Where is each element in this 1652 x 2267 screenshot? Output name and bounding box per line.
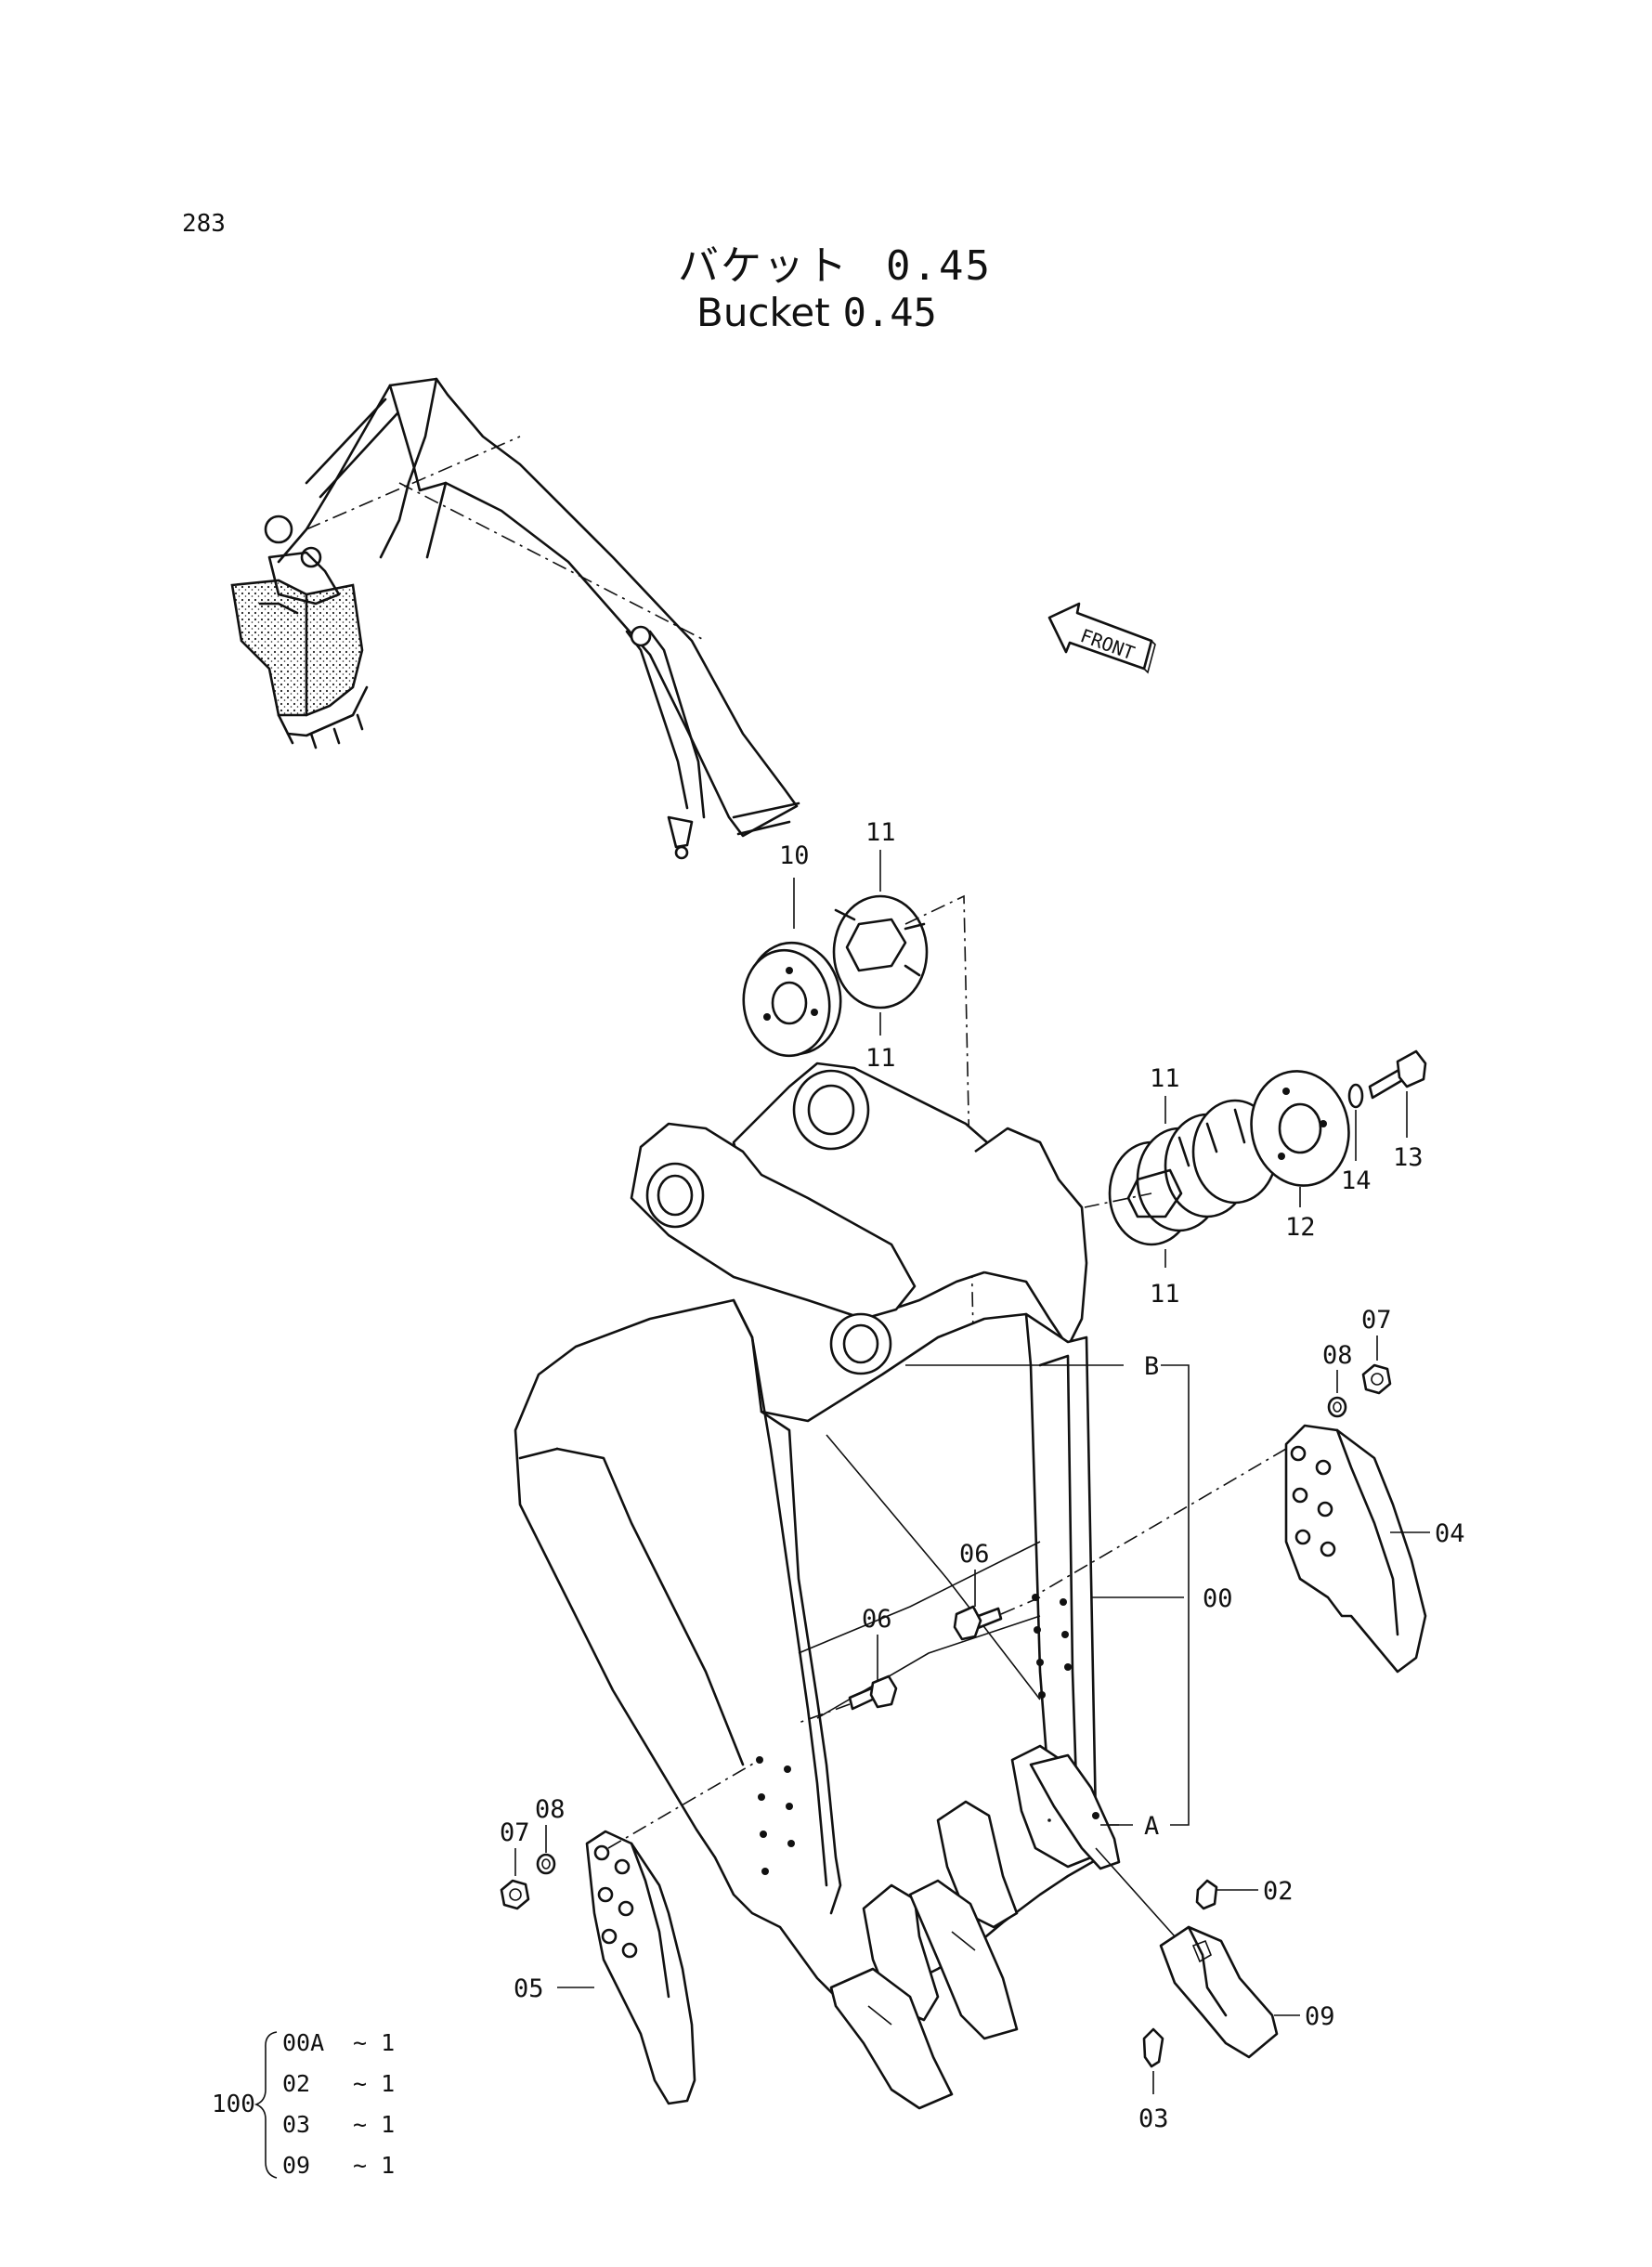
part-14-washer: [1347, 1083, 1364, 1161]
callout-07-right: 07: [1361, 1306, 1392, 1335]
title-japanese-size: 0.45: [886, 242, 992, 290]
callout-12: 12: [1285, 1213, 1316, 1242]
part-10-ring: [742, 878, 842, 1058]
part-05-side-cutter: [557, 1759, 761, 2105]
page-number: 283: [182, 210, 226, 238]
title-english-size: 0.45: [842, 290, 937, 335]
assembly-number: 100: [212, 2091, 255, 2118]
callout-labels: 10 11 11 11 11 12 13 14 07 08 04 B 00 A …: [500, 818, 1465, 2133]
callout-02: 02: [1263, 1877, 1294, 1906]
title-japanese-text: バケット: [678, 242, 849, 290]
part-02-pin: [1195, 1879, 1258, 1910]
callout-08-right: 08: [1322, 1341, 1353, 1370]
title-english-text: Bucket: [696, 290, 830, 335]
callout-10: 10: [779, 841, 810, 870]
callout-08-left: 08: [535, 1795, 566, 1824]
part-08-washer-left: [536, 1825, 556, 1875]
assembly-item-qty-4: ~ 1: [353, 2152, 395, 2179]
part-12-ring: [1250, 1070, 1350, 1207]
part-13-bolt: [1368, 1049, 1427, 1138]
part-03-lock: [1142, 2027, 1164, 2094]
assembly-item-code-3: 03: [282, 2111, 310, 2138]
assembly-item-code-4: 09: [282, 2152, 310, 2179]
callout-11-upper-bottom: 11: [865, 1044, 896, 1073]
part-07-nut-left: [500, 1848, 530, 1910]
excavator-arm-overview: [230, 377, 800, 860]
assembly-legend: 100 00A ~ 1 02 ~ 1 03 ~ 1 09 ~ 1: [212, 2029, 395, 2179]
part-08-washer-right: [1327, 1370, 1347, 1418]
assembly-item-qty-1: ~ 1: [353, 2029, 395, 2056]
callout-03: 03: [1138, 2104, 1169, 2133]
title-english: Bucket 0.45: [696, 290, 937, 335]
assembly-item-code-1: 00A: [282, 2029, 324, 2056]
callout-13: 13: [1393, 1143, 1424, 1172]
title-japanese: バケット 0.45: [678, 232, 992, 292]
callout-00: 00: [1203, 1584, 1233, 1613]
callout-05: 05: [514, 1974, 544, 2003]
part-07-nut-right: [1361, 1335, 1392, 1395]
reference-bracket: [905, 1364, 1190, 1826]
part-09-tooth: [1095, 1847, 1300, 2059]
assembly-item-qty-2: ~ 1: [353, 2070, 395, 2097]
part-11-shims-lower: [1084, 1096, 1279, 1268]
part-06-bolt-left: [798, 1635, 898, 1724]
part-06-bolt-center: [953, 1570, 1041, 1641]
callout-14: 14: [1341, 1166, 1372, 1195]
reference-A: A: [1144, 1812, 1159, 1841]
callout-07-left: 07: [500, 1818, 530, 1847]
part-04-side-cutter: [1039, 1424, 1430, 1674]
callout-11-lower-top: 11: [1150, 1064, 1180, 1093]
front-direction-arrow: FRONT: [1047, 602, 1156, 674]
assembly-item-code-2: 02: [282, 2070, 310, 2097]
callout-11-top: 11: [865, 818, 896, 847]
callout-04: 04: [1435, 1519, 1465, 1548]
callout-09: 09: [1305, 2002, 1335, 2031]
reference-B: B: [1144, 1352, 1159, 1381]
callout-11-lower-bottom: 11: [1150, 1280, 1180, 1309]
part-00-bucket-body: [514, 1062, 1121, 2110]
callout-06-left: 06: [862, 1605, 892, 1634]
assembly-item-qty-3: ~ 1: [353, 2111, 395, 2138]
callout-06-center: 06: [959, 1540, 990, 1569]
